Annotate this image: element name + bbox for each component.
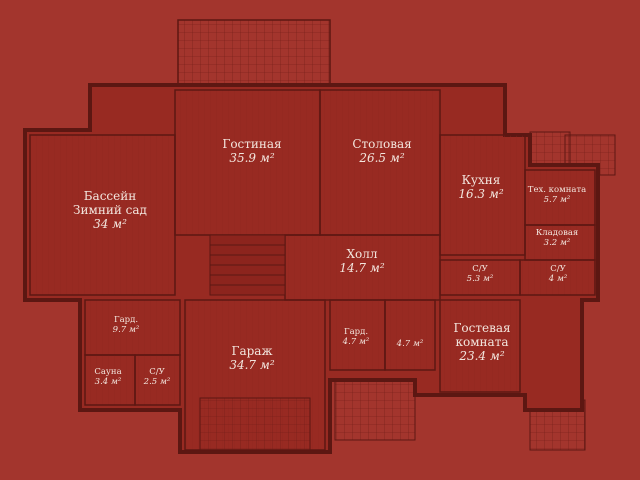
room-name: Гостиная: [222, 137, 282, 151]
room-area: 4.7 м²: [342, 336, 370, 347]
room-area: 35.9 м²: [229, 150, 275, 165]
room-wardrobe-2: Гард.4.7 м²: [342, 327, 370, 348]
room-area: 14.7 м²: [339, 260, 385, 275]
room-name: комната: [455, 334, 509, 349]
room-name: С/У: [149, 367, 165, 377]
room-wardrobe-1: Гард.9.7 м²: [112, 315, 140, 336]
room-name: Гард.: [113, 315, 139, 325]
room-name: Зимний сад: [73, 202, 147, 217]
room-name: Столовая: [352, 137, 412, 151]
garage-door: [199, 397, 311, 451]
room-name: Холл: [346, 247, 378, 261]
room-name: Сауна: [94, 367, 122, 377]
room-area: 4.7 м²: [396, 339, 424, 349]
room-area: 3.4 м²: [94, 376, 122, 387]
room-name: Кухня: [461, 173, 501, 187]
room-area: 34.7 м²: [229, 357, 275, 372]
room-area: 2.5 м²: [143, 376, 171, 387]
room-area: 34 м²: [93, 216, 127, 231]
room-area: 3.2 м²: [543, 237, 571, 248]
room-name: Бассейн: [83, 189, 137, 203]
room-name: С/У: [472, 264, 488, 274]
staircase: [209, 234, 286, 296]
terrace-bottom: [334, 379, 416, 441]
terrace-top: [177, 19, 331, 86]
room-name: Гард.: [343, 327, 369, 337]
room-area: 23.4 м²: [459, 348, 505, 363]
room-area: 9.7 м²: [112, 324, 140, 335]
room-area: 5.3 м²: [466, 273, 494, 284]
room-name: Гостевая: [453, 321, 511, 335]
room-walls: [29, 89, 596, 451]
room-area: 4 м²: [548, 273, 568, 284]
room-area: 5.7 м²: [543, 194, 571, 205]
room-area: 26.5 м²: [359, 150, 405, 165]
room-name: С/У: [550, 264, 566, 274]
room-area: 16.3 м²: [458, 186, 504, 201]
room-name: Гараж: [231, 344, 273, 358]
room-name: Кладовая: [535, 228, 579, 238]
room-small: 4.7 м²: [396, 339, 424, 350]
room-name: Тех. комната: [527, 185, 587, 195]
terrace-right: [529, 131, 571, 168]
